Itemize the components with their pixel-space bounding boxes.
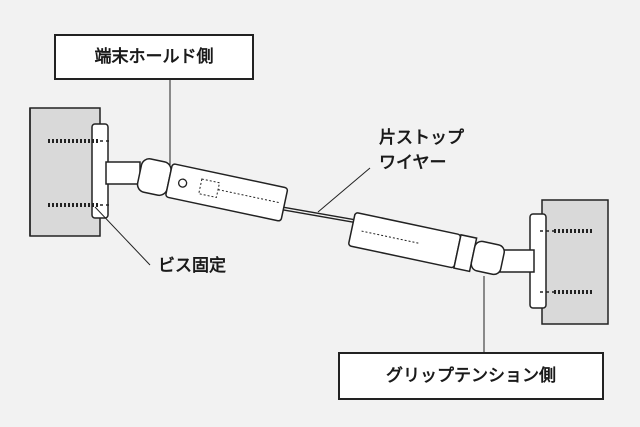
right-stub — [499, 249, 535, 273]
leader-screw — [94, 206, 151, 266]
wire — [279, 206, 361, 224]
terminal-hold-side-text: 端末ホールド側 — [94, 46, 214, 67]
grip-tension-side-label: グリップテンション側 — [338, 352, 604, 400]
left-stub — [105, 161, 141, 185]
terminal-hold-side-label: 端末ホールド側 — [54, 34, 254, 80]
terminal-hold-body — [136, 158, 289, 222]
screw-fixing-text: ビス固定 — [158, 256, 226, 276]
grip-tension-side-text: グリップテンション側 — [386, 365, 556, 386]
screw-fixing-label: ビス固定 — [158, 258, 226, 275]
one-touch-wire-label: 片ストップ ワイヤー — [379, 126, 464, 176]
right-wall — [541, 199, 609, 325]
left-wall — [29, 107, 101, 237]
one-touch-wire-line2: ワイヤー — [379, 153, 447, 173]
grip-tension-body — [348, 212, 505, 276]
leader-wire — [317, 167, 371, 213]
one-touch-wire-line1: 片ストップ — [379, 128, 464, 148]
